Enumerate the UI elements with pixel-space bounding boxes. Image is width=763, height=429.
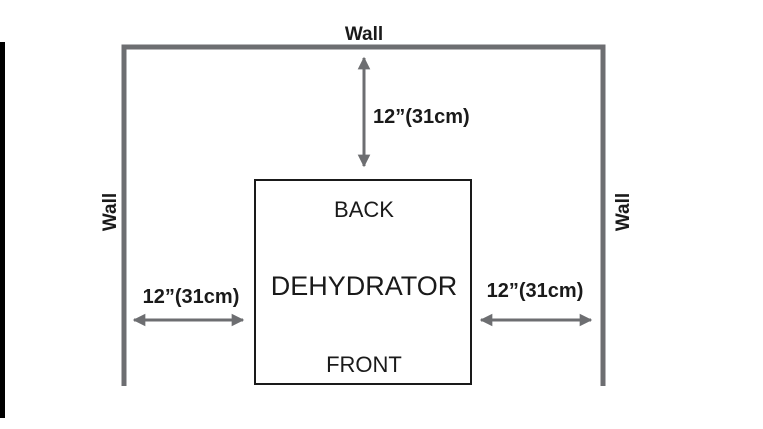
dehydrator-front-label: FRONT [326, 352, 402, 377]
dehydrator-box [254, 179, 472, 385]
dehydrator-title: DEHYDRATOR [271, 271, 458, 301]
wall-outline [121, 44, 606, 386]
wall-label-left: Wall [100, 193, 121, 231]
clearance-label-left: 12”(31cm) [143, 286, 240, 308]
clearance-label-top: 12”(31cm) [373, 106, 470, 128]
wall-label-right: Wall [613, 193, 634, 231]
clearance-label-right: 12”(31cm) [487, 280, 584, 302]
dehydrator-back-label: BACK [334, 197, 394, 222]
wall-label-top: Wall [345, 24, 383, 45]
left-edge-bar [0, 42, 5, 418]
